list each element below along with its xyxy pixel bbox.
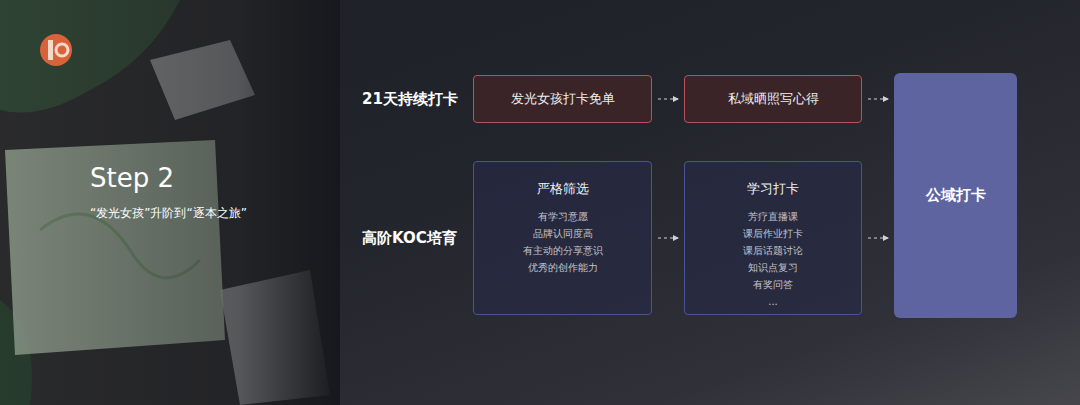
process-box: 学习打卡芳疗直播课课后作业打卡课后话题讨论知识点复习有奖问答... (684, 161, 862, 315)
checkin-box: 私域晒照写心得 (684, 75, 862, 123)
box-item: 课后话题讨论 (743, 242, 803, 259)
row-label: 高阶KOC培育 (362, 229, 457, 248)
box-item: 课后作业打卡 (743, 225, 803, 242)
box-item: 有学习意愿 (538, 208, 588, 225)
process-box: 严格筛选有学习意愿品牌认同度高有主动的分享意识优秀的创作能力 (473, 161, 652, 315)
result-box: 公域打卡 (894, 73, 1017, 318)
dashed-arrow (868, 99, 888, 100)
box-item: 优秀的创作能力 (528, 259, 598, 276)
box-item: ... (768, 293, 778, 310)
box-item: 知识点复习 (748, 259, 798, 276)
box-item: 有主动的分享意识 (523, 242, 603, 259)
step-subtitle: “发光女孩”升阶到“逐本之旅” (90, 205, 247, 222)
dashed-arrow (658, 99, 678, 100)
box-title: 私域晒照写心得 (720, 90, 827, 108)
box-item: 品牌认同度高 (533, 225, 593, 242)
step-title: Step 2 (90, 163, 174, 193)
dashed-arrow (868, 238, 888, 239)
box-title: 公域打卡 (920, 186, 992, 205)
row-label: 21天持续打卡 (362, 90, 458, 109)
box-title: 发光女孩打卡免单 (503, 90, 623, 108)
dashed-arrow (658, 238, 678, 239)
box-item: 芳疗直播课 (748, 208, 798, 225)
checkin-box: 发光女孩打卡免单 (473, 75, 652, 123)
box-title: 严格筛选 (537, 180, 589, 198)
box-title: 学习打卡 (747, 180, 799, 198)
box-item: 有奖问答 (753, 276, 793, 293)
product-photo (0, 0, 340, 405)
